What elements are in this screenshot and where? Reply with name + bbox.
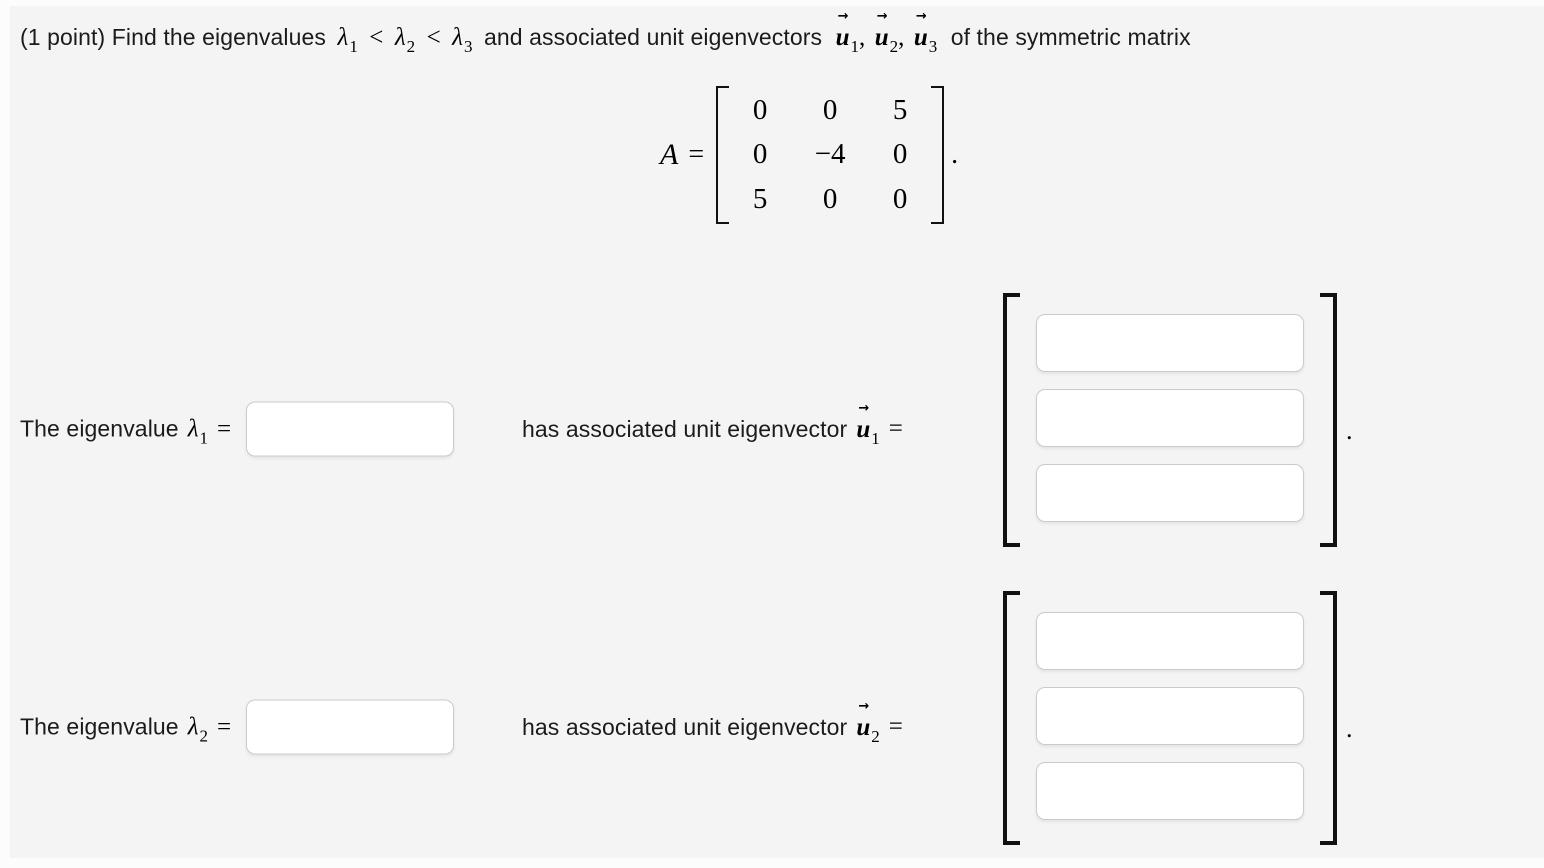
less-than-sign: < bbox=[369, 24, 384, 51]
matrix-right-bracket bbox=[931, 86, 945, 224]
lambda-2-symbol: λ2 bbox=[187, 713, 208, 744]
lambda-symbol: λ bbox=[394, 24, 406, 51]
u1-vector-symbol: →u1 bbox=[856, 401, 879, 447]
matrix-cell: 0 bbox=[752, 138, 768, 171]
comma: , bbox=[859, 24, 866, 51]
u1-component-2-input[interactable] bbox=[1036, 389, 1304, 447]
less-than-sign: < bbox=[426, 24, 441, 51]
comma: , bbox=[898, 24, 905, 51]
matrix-cell: 0 bbox=[822, 183, 838, 216]
matrix-cell: 5 bbox=[752, 183, 768, 216]
u2-component-1-input[interactable] bbox=[1036, 612, 1304, 670]
lambda-subscript: 1 bbox=[199, 428, 209, 447]
lambda-2: λ2 bbox=[394, 24, 415, 55]
vector-left-bracket bbox=[1003, 293, 1020, 547]
u-symbol: u bbox=[913, 24, 928, 51]
u3-subscript: 3 bbox=[928, 37, 938, 56]
equals-sign: = bbox=[217, 713, 232, 740]
u1-vector-symbol: →u1 bbox=[835, 9, 859, 55]
u2-component-3-input[interactable] bbox=[1036, 762, 1304, 820]
u-symbol: u bbox=[874, 24, 889, 51]
u2-vector-symbol: →u2 bbox=[874, 9, 898, 55]
answer-row-lambda1: The eigenvalue λ1 = has associated unit … bbox=[0, 293, 1544, 547]
lambda-1-subscript: 1 bbox=[349, 37, 358, 56]
lambda-symbol: λ bbox=[187, 415, 199, 442]
vector-arrow-icon: → bbox=[915, 9, 927, 24]
equals-sign: = bbox=[688, 139, 705, 170]
lambda-1: λ1 bbox=[337, 24, 357, 55]
matrix-display: A = 0 0 5 0 −4 0 5 0 0 . bbox=[660, 86, 958, 224]
vector-right-bracket bbox=[1320, 293, 1337, 547]
vector-input-column bbox=[1036, 293, 1304, 547]
u2-subscript: 2 bbox=[889, 37, 899, 56]
matrix-entries: 0 0 5 0 −4 0 5 0 0 bbox=[729, 86, 931, 224]
lambda-2-subscript: 2 bbox=[406, 37, 416, 56]
u1-component-1-input[interactable] bbox=[1036, 314, 1304, 372]
vector-arrow-icon: → bbox=[876, 9, 888, 24]
eigenvector-1-label-group: has associated unit eigenvector →u1 = bbox=[522, 401, 903, 447]
lambda-symbol: λ bbox=[187, 713, 199, 740]
answer-row-lambda2: The eigenvalue λ2 = has associated unit … bbox=[0, 591, 1544, 845]
matrix-period: . bbox=[951, 139, 959, 170]
lambda-3-subscript: 3 bbox=[464, 37, 473, 56]
eigenvector-2-label-group: has associated unit eigenvector →u2 = bbox=[522, 699, 903, 745]
vector-input-column bbox=[1036, 591, 1304, 845]
matrix-left-bracket bbox=[716, 86, 730, 224]
matrix-cell: 0 bbox=[892, 138, 908, 171]
u1-component-3-input[interactable] bbox=[1036, 464, 1304, 522]
prompt-mid: and associated unit eigenvectors bbox=[483, 24, 823, 50]
u-symbol: u bbox=[856, 714, 871, 741]
sentence-period: . bbox=[1346, 416, 1353, 445]
eigenvector-label-text: has associated unit eigenvector bbox=[522, 415, 848, 442]
eigenvalue-2-label-group: The eigenvalue λ2 = bbox=[20, 699, 455, 755]
eigenvalue-2-input[interactable] bbox=[246, 699, 455, 755]
lambda-subscript: 2 bbox=[199, 726, 209, 745]
vector-right-bracket bbox=[1320, 591, 1337, 845]
eigenvalue-label-text: The eigenvalue bbox=[20, 415, 179, 442]
vector-left-bracket bbox=[1003, 591, 1020, 845]
prompt-start: (1 point) Find the eigenvalues bbox=[20, 24, 327, 50]
equals-sign: = bbox=[888, 713, 903, 740]
u2-component-2-input[interactable] bbox=[1036, 687, 1304, 745]
eigenvector-label-text: has associated unit eigenvector bbox=[522, 713, 848, 740]
prompt-end: of the symmetric matrix bbox=[950, 24, 1191, 50]
matrix-cell: 0 bbox=[752, 93, 768, 126]
u-subscript: 2 bbox=[871, 727, 880, 746]
eigenvalue-1-input[interactable] bbox=[246, 401, 455, 457]
equals-sign: = bbox=[888, 415, 903, 442]
matrix-cell: 0 bbox=[892, 183, 908, 216]
lambda-1-symbol: λ1 bbox=[187, 415, 208, 446]
matrix-label: A bbox=[660, 138, 679, 171]
eigenvalue-1-label-group: The eigenvalue λ1 = bbox=[20, 401, 455, 457]
u-symbol: u bbox=[856, 416, 871, 443]
vector-arrow-icon: → bbox=[858, 699, 870, 714]
lambda-symbol: λ bbox=[337, 24, 349, 51]
u-symbol: u bbox=[835, 24, 850, 51]
matrix-cell: 0 bbox=[822, 93, 838, 126]
u1-subscript: 1 bbox=[850, 37, 860, 56]
vector-arrow-icon: → bbox=[837, 9, 849, 24]
eigenvector-2-input-group: . bbox=[1003, 591, 1353, 845]
lambda-3: λ3 bbox=[452, 24, 472, 55]
matrix-cell: −4 bbox=[814, 138, 846, 171]
u3-vector-symbol: →u3 bbox=[913, 9, 937, 55]
lambda-symbol: λ bbox=[452, 24, 463, 51]
u-subscript: 1 bbox=[871, 429, 880, 448]
sentence-period: . bbox=[1346, 714, 1353, 743]
matrix-cell: 5 bbox=[892, 93, 908, 126]
eigenvector-1-input-group: . bbox=[1003, 293, 1353, 547]
u2-vector-symbol: →u2 bbox=[856, 699, 879, 745]
vector-arrow-icon: → bbox=[858, 401, 870, 416]
equals-sign: = bbox=[217, 415, 232, 442]
eigenvalue-label-text: The eigenvalue bbox=[20, 713, 179, 740]
problem-statement: (1 point) Find the eigenvalues λ1 < λ2 <… bbox=[20, 9, 1530, 55]
